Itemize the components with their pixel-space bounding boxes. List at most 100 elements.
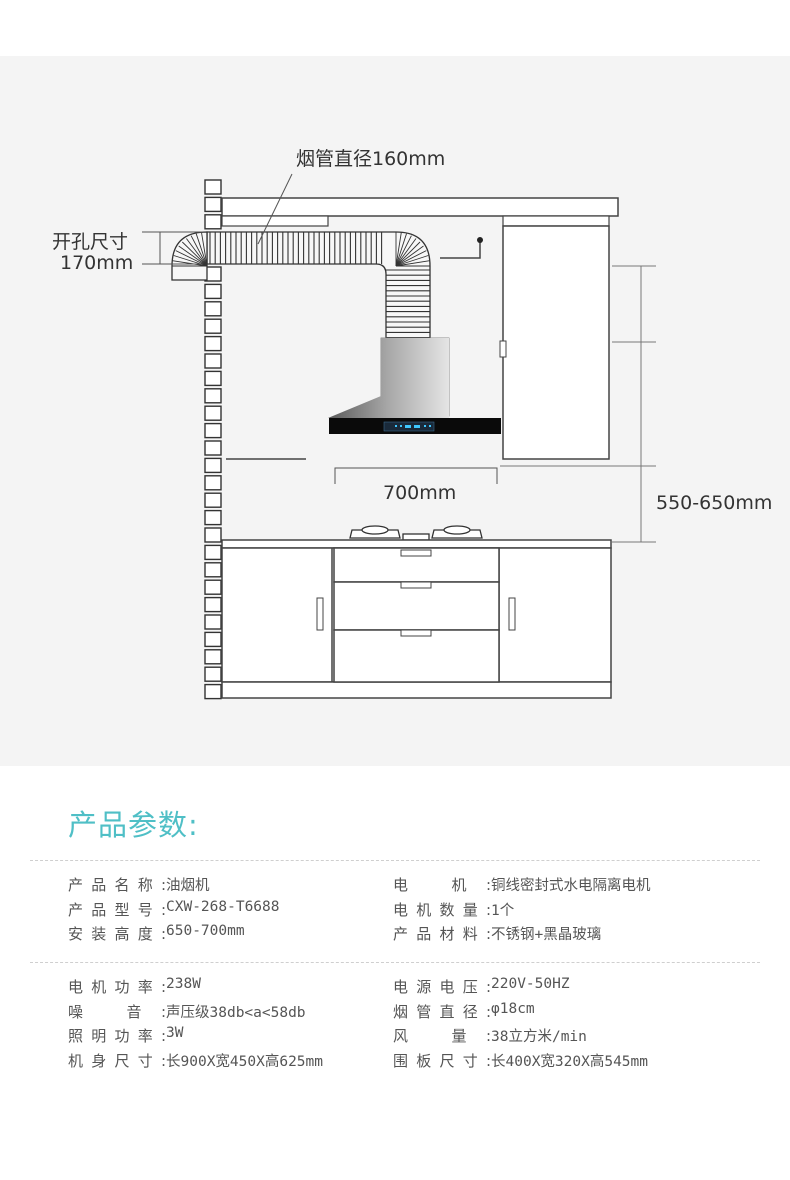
brick <box>204 509 222 526</box>
wall-cabinet-handle <box>499 340 507 358</box>
brick <box>204 196 222 213</box>
hood-body <box>328 338 500 418</box>
hood-width-label: 700mm <box>383 482 457 504</box>
brick <box>204 457 222 474</box>
duct-elbow-rib <box>395 235 412 267</box>
brick <box>204 683 222 700</box>
specs-divider-top <box>30 860 760 861</box>
duct-elbow-rib <box>201 232 208 267</box>
spec-label: 烟管直径: <box>393 1002 491 1021</box>
brick <box>204 388 222 404</box>
spec-label: 安装高度: <box>68 925 166 943</box>
spec-row: 照明功率:3W <box>68 1025 458 1049</box>
spec-value: CXW-268-T6688 <box>166 898 280 915</box>
brick <box>204 649 222 665</box>
spec-value: 650-700mm <box>166 923 245 939</box>
spec-row: 产品型号:CXW-268-T6688 <box>68 899 458 923</box>
brick <box>204 283 222 300</box>
duct-elbow-rib <box>395 250 427 267</box>
spec-label: 照明功率: <box>68 1027 166 1045</box>
spec-value: 3W <box>166 1025 184 1041</box>
spec-label: 电源电压: <box>393 978 491 996</box>
spec-label: 电机功率: <box>68 978 166 996</box>
spec-label: 围板尺寸: <box>393 1051 491 1070</box>
duct-elbow-rib <box>190 235 208 267</box>
spec-value: 铜线密封式水电隔离电机 <box>491 878 651 894</box>
duct-elbow-rib <box>186 238 208 267</box>
hole-size-label: 开孔尺寸 <box>52 231 129 253</box>
brick <box>204 370 222 387</box>
spec-value: 声压级38db<a<58db <box>166 1004 306 1021</box>
brick <box>204 353 222 369</box>
duct-label-leader <box>257 173 293 245</box>
spec-label: 风 量: <box>393 1027 491 1045</box>
brick <box>204 475 222 491</box>
brick <box>204 562 222 578</box>
duct-elbow-rib <box>395 255 429 267</box>
diagram-drawing <box>142 173 656 700</box>
gas-stove <box>349 525 483 541</box>
drawer-2 <box>333 581 500 631</box>
wall-cabinet <box>502 225 610 460</box>
spec-value: 1个 <box>491 902 515 919</box>
brick <box>204 318 222 334</box>
spec-label: 产品名称: <box>68 876 166 894</box>
countertop <box>221 539 612 549</box>
duct-elbow-rib <box>181 241 208 267</box>
brick <box>204 666 222 682</box>
brick <box>204 579 222 595</box>
drawer-1-handle <box>400 549 432 557</box>
ceiling-bracket <box>221 215 329 227</box>
drawer-3 <box>333 629 500 683</box>
spec-row: 风 量:38立方米/min <box>393 1025 783 1049</box>
duct-diameter-label: 烟管直径160mm <box>296 148 446 170</box>
spec-row: 烟管直径:φ18cm <box>393 1001 783 1025</box>
duct-elbow-rib <box>395 233 407 267</box>
flexible-duct <box>171 231 431 339</box>
hole-size-value: 170mm <box>60 252 134 274</box>
spec-value: 长400X宽320X高545mm <box>491 1053 648 1070</box>
drawer-3-handle <box>400 629 432 637</box>
wall-cabinet-top <box>502 215 610 227</box>
brick <box>204 440 222 456</box>
left-door-handle <box>316 597 324 631</box>
brick <box>204 596 222 613</box>
duct-elbow-rib <box>395 260 430 267</box>
duct-elbow-rib <box>195 233 208 267</box>
hood-width-dimension <box>334 467 498 484</box>
brick <box>204 301 222 317</box>
specs-section-title: 产品参数: <box>68 808 199 842</box>
brick <box>204 631 222 648</box>
base-cabinet-plinth <box>221 681 612 699</box>
spec-value: 238W <box>166 976 201 992</box>
brick <box>204 544 222 561</box>
power-socket <box>440 242 481 259</box>
brick <box>204 405 222 421</box>
spec-label: 产品材料: <box>393 925 491 943</box>
spec-value: 220V-50HZ <box>491 976 570 992</box>
brick <box>204 179 222 195</box>
install-height-label: 550-650mm <box>656 492 773 514</box>
right-door-handle <box>508 597 516 631</box>
spec-label: 电机数量: <box>393 900 491 919</box>
spec-row: 产品材料:不锈钢+黑晶玻璃 <box>393 923 783 947</box>
brick <box>204 335 222 352</box>
spec-row: 电源电压:220V-50HZ <box>393 976 783 1000</box>
brick <box>204 422 222 439</box>
duct-elbow-rib <box>395 241 421 267</box>
spec-label: 电 机: <box>393 876 491 894</box>
spec-value: 长900X宽450X高625mm <box>166 1053 323 1070</box>
duct-elbow-rib <box>175 250 208 267</box>
ceiling-slab <box>221 197 619 217</box>
duct-elbow-rib <box>172 260 208 267</box>
spec-row: 产品名称:油烟机 <box>68 874 458 898</box>
spec-label: 噪 音: <box>68 1002 166 1021</box>
spec-row: 围板尺寸:长400X宽320X高545mm <box>393 1050 783 1074</box>
duct-elbow-rib <box>395 232 402 267</box>
kitchen-installation-diagram: 烟管直径160mm 开孔尺寸 170mm 700mm 550-650mm <box>0 56 790 766</box>
spec-row: 电机数量:1个 <box>393 899 783 923</box>
spec-label: 产品型号: <box>68 900 166 919</box>
spec-row: 安装高度:650-700mm <box>68 923 458 947</box>
spec-label: 机身尺寸: <box>68 1051 166 1070</box>
spec-row: 机身尺寸:长900X宽450X高625mm <box>68 1050 458 1074</box>
